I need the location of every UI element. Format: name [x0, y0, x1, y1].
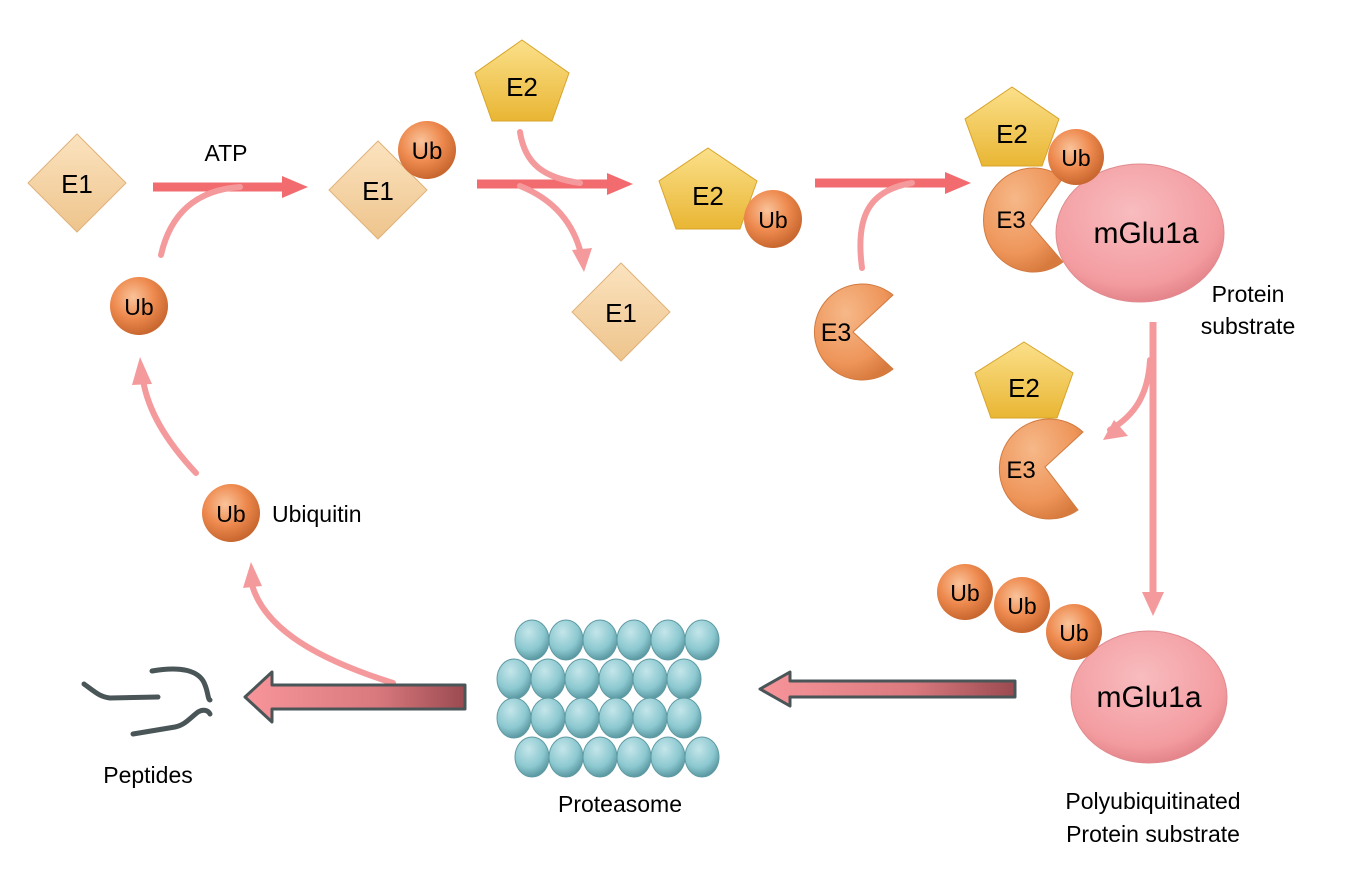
proteasome-subunit	[548, 619, 584, 661]
ub-label: Ub	[950, 580, 979, 606]
proteasome-subunit	[666, 697, 702, 739]
protein-substrate-label-line1: Protein	[1212, 281, 1285, 307]
polyubiquitinated-substrate: mGlu1a Ub Ub Ub	[937, 564, 1228, 764]
protein-substrate-label-line2: substrate	[1201, 313, 1296, 339]
peptides-icon	[81, 666, 213, 737]
ub-label: Ub	[124, 294, 153, 320]
proteasome-subunit	[582, 736, 618, 778]
proteasome-subunit	[564, 697, 600, 739]
main-arrow-atp	[153, 176, 308, 198]
proteasome-subunit	[684, 619, 720, 661]
main-arrow-e2-to-e3	[815, 172, 971, 194]
proteasome-subunit	[582, 619, 618, 661]
proteasome-subunit	[530, 658, 566, 700]
e3-label: E3	[996, 207, 1025, 234]
substrate-label: mGlu1a	[1093, 217, 1198, 250]
e1-label: E1	[605, 298, 637, 328]
arrow-e2e3-release	[1103, 357, 1153, 440]
proteasome-subunit	[632, 697, 668, 739]
ub-label: Ub	[1061, 145, 1090, 171]
proteasome-subunit	[496, 697, 532, 739]
e1-released: E1	[571, 262, 671, 362]
proteasome-subunit	[666, 658, 702, 700]
proteasome-subunit	[548, 736, 584, 778]
e2-label: E2	[1008, 373, 1040, 403]
ubiquitin-label: Ubiquitin	[272, 501, 362, 527]
e2-ub-complex: E2 Ub	[658, 147, 802, 248]
e2-free: E2	[474, 39, 570, 122]
arrow-ub-join-e1	[158, 184, 243, 258]
proteasome-subunit	[514, 619, 550, 661]
proteasome-subunit	[684, 736, 720, 778]
atp-label: ATP	[204, 140, 247, 166]
e3-label: E3	[1006, 457, 1035, 484]
e2-label: E2	[506, 72, 538, 102]
arrow-e3-join	[857, 180, 915, 271]
proteasome-subunit	[598, 658, 634, 700]
ub-label: Ub	[1059, 620, 1088, 646]
e1-free: E1	[27, 133, 127, 233]
ubiquitination-complex: E3 mGlu1a E2 Ub	[964, 86, 1225, 303]
e1-ub-complex: E1 Ub	[328, 121, 456, 240]
e3-label: E3	[821, 319, 852, 347]
ub-label: Ub	[412, 138, 443, 165]
polyub-label-line1: Polyubiquitinated	[1065, 788, 1240, 814]
polyub-label-line2: Protein substrate	[1066, 821, 1240, 847]
e3-free: E3	[813, 283, 894, 381]
arrow-proteasome-to-ubiquitin	[243, 562, 396, 686]
e2e3-released: E3 E2	[974, 341, 1084, 520]
arrow-ubiquitin-recycle	[132, 357, 199, 476]
proteasome-subunit	[564, 658, 600, 700]
e1-label: E1	[362, 176, 394, 206]
ub-label: Ub	[758, 207, 787, 233]
ubiquitin-free: Ub	[202, 484, 260, 542]
ub-label: Ub	[1007, 593, 1036, 619]
arrow-substrate-to-polyub	[1142, 322, 1164, 616]
arrow-e2-join	[517, 129, 583, 186]
proteasome-subunit	[514, 736, 550, 778]
proteasome-subunit	[632, 658, 668, 700]
arrow-e1-release	[517, 183, 592, 272]
proteasome-subunit	[530, 697, 566, 739]
block-arrow-to-peptides	[243, 670, 467, 724]
proteasome-subunit	[616, 619, 652, 661]
e1-label: E1	[61, 169, 93, 199]
proteasome-label: Proteasome	[558, 791, 682, 817]
proteasome-subunit	[650, 736, 686, 778]
proteasome-subunit	[616, 736, 652, 778]
ubiquitin-recycled: Ub	[110, 277, 168, 335]
ub-label: Ub	[216, 501, 245, 527]
proteasome	[496, 619, 720, 778]
proteasome-subunit	[650, 619, 686, 661]
e2-label: E2	[692, 181, 724, 211]
block-arrow-to-proteasome	[758, 670, 1017, 708]
e2-label: E2	[996, 119, 1028, 149]
proteasome-subunit	[496, 658, 532, 700]
peptides-label: Peptides	[103, 762, 193, 788]
main-arrow-e1-to-e2	[477, 173, 633, 195]
proteasome-subunit	[598, 697, 634, 739]
substrate-label: mGlu1a	[1096, 681, 1201, 714]
